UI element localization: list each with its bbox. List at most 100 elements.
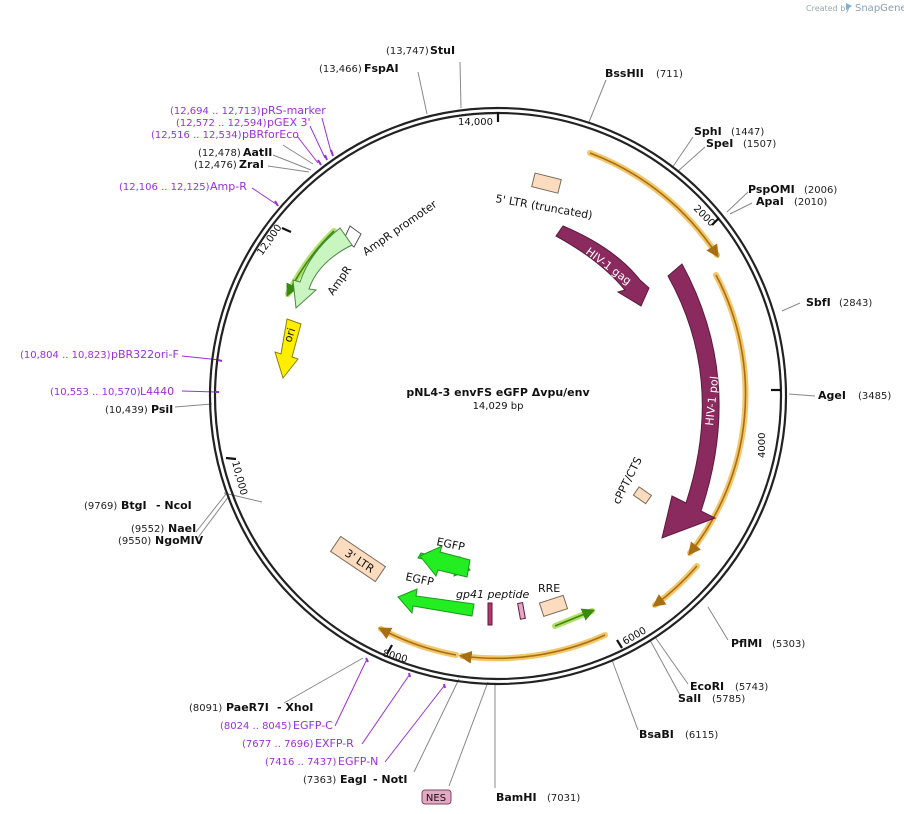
rre-box <box>538 594 569 617</box>
site-bsabi-pos: (6115) <box>685 730 718 741</box>
site-naei-name[interactable]: NaeI <box>168 522 196 535</box>
ltr5-box <box>531 172 562 194</box>
primer-pbr322ori-f-pos: (10,804 .. 10,823) <box>20 350 111 361</box>
site-naei-pos: (9552) <box>131 524 164 535</box>
site-btgi-name[interactable]: BtgI <box>121 499 147 512</box>
ampr-arrow <box>292 227 353 310</box>
primer-leader-lines <box>181 117 445 763</box>
site-sbfi-name[interactable]: SbfI <box>806 296 831 309</box>
tick-label-14000: 14,000 <box>458 117 493 128</box>
site-psii-name[interactable]: PsiI <box>151 403 173 416</box>
plasmid-name: pNL4-3 envFS eGFP Δvpu/env <box>406 386 590 399</box>
site-zrai-name[interactable]: ZraI <box>239 158 264 171</box>
primer-prs-marker-pos: (12,694 .. 12,713) <box>170 106 261 117</box>
site-pflmi-pos: (5303) <box>772 639 805 650</box>
primer-exfp-r-name[interactable]: EXFP-R <box>315 737 354 750</box>
credit-brand: SnapGene <box>855 3 904 14</box>
tick-marks <box>225 112 781 655</box>
site-pflmi-name[interactable]: PflMI <box>731 637 762 650</box>
primer-pbr322ori-f-name[interactable]: pBR322ori-F <box>111 348 179 361</box>
site-agei-pos: (3485) <box>858 391 891 402</box>
site-agei-name[interactable]: AgeI <box>818 389 846 402</box>
hiv1-pol-arrow <box>661 263 720 539</box>
site-apai-pos: (2010) <box>794 197 827 208</box>
site-ecori-name[interactable]: EcoRI <box>690 680 724 693</box>
site-xhoi-name[interactable]: - XhoI <box>277 701 313 714</box>
cppt-box <box>632 486 653 505</box>
site-aatii-pos: (12,478) <box>198 148 241 159</box>
site-sali-pos: (5785) <box>712 694 745 705</box>
tick-label-4000: 4000 <box>757 433 768 458</box>
primer-pbrforeco-pos: (12,516 .. 12,534) <box>151 130 242 141</box>
egfp-arrow-1b <box>419 545 471 578</box>
primer-l4440-name[interactable]: L4440 <box>140 385 174 398</box>
snapgene-logo-icon <box>846 3 852 10</box>
site-bamhi-pos: (7031) <box>547 793 580 804</box>
primer-egfp-n-name[interactable]: EGFP-N <box>338 755 378 768</box>
site-sphi-name[interactable]: SphI <box>694 125 722 138</box>
primer-prs-marker-name[interactable]: pRS-marker <box>261 104 326 117</box>
site-stui-name[interactable]: StuI <box>430 44 455 57</box>
leader-lines <box>174 61 816 788</box>
site-zrai-pos: (12,476) <box>194 160 237 171</box>
site-paer7i-pos: (8091) <box>189 703 222 714</box>
ltr5-label: 5' LTR (truncated) <box>494 192 593 222</box>
plasmid-size: 14,029 bp <box>473 401 524 412</box>
primer-pgex3-pos: (12,572 .. 12,594) <box>176 118 267 129</box>
primer-amp-r-name[interactable]: Amp-R <box>210 180 247 193</box>
site-eagi-name[interactable]: EagI <box>340 773 367 786</box>
site-ngomiv-name[interactable]: NgoMIV <box>155 534 204 547</box>
site-sphi-pos: (1447) <box>731 127 764 138</box>
primer-marks <box>215 149 446 689</box>
site-aatii-name[interactable]: AatII <box>243 146 272 159</box>
credit-prefix: Created by <box>806 4 850 13</box>
ori-arrow <box>274 318 302 380</box>
site-paer7i-name[interactable]: PaeR7I <box>226 701 269 714</box>
site-apai-name[interactable]: ApaI <box>756 195 784 208</box>
primer-l4440-pos: (10,553 .. 10,570) <box>50 387 141 398</box>
site-sbfi-pos: (2843) <box>839 298 872 309</box>
site-fspai-name[interactable]: FspAI <box>364 62 399 75</box>
backbone-outer <box>208 106 788 686</box>
gp41-label: gp41 peptide <box>456 588 530 601</box>
hiv1-gag-arrow <box>555 225 650 307</box>
site-bsabi-name[interactable]: BsaBI <box>639 728 674 741</box>
hiv1-pol-label: HIV-1 pol <box>703 376 721 427</box>
gp41-mark-1 <box>487 602 493 626</box>
site-stui-pos: (13,747) <box>386 46 429 57</box>
tick-label-8000: 8000 <box>381 648 408 665</box>
site-sali-name[interactable]: SalI <box>678 692 701 705</box>
nes-label: NES <box>426 793 446 804</box>
site-bsshii-pos: (711) <box>656 69 683 80</box>
ampr-promoter-label: AmpR promoter <box>360 197 439 258</box>
primer-exfp-r-pos: (7677 .. 7696) <box>242 739 314 750</box>
site-pspomi-pos: (2006) <box>804 185 837 196</box>
site-bsshii-name[interactable]: BssHII <box>605 67 644 80</box>
rre-label: RRE <box>538 582 560 595</box>
primer-amp-r-pos: (12,106 .. 12,125) <box>119 182 210 193</box>
egfp-label-2: EGFP <box>404 570 435 589</box>
gp41-mark-2 <box>517 602 526 620</box>
nes-box <box>421 789 452 805</box>
egfp-arrow-2 <box>397 588 475 617</box>
ori-label: ori <box>281 326 298 344</box>
site-spei-pos: (1507) <box>743 139 776 150</box>
site-ncoi-name[interactable]: - NcoI <box>156 499 192 512</box>
site-psii-pos: (10,439) <box>105 405 148 416</box>
site-pspomi-name[interactable]: PspOMI <box>748 183 795 196</box>
green-orf-arrows <box>285 228 595 629</box>
ltr3-box <box>329 535 387 583</box>
primer-egfp-c-name[interactable]: EGFP-C <box>293 719 333 732</box>
primer-egfp-c-pos: (8024 .. 8045) <box>220 721 292 732</box>
site-btgi-pos: (9769) <box>84 501 117 512</box>
site-bamhi-name[interactable]: BamHI <box>496 791 537 804</box>
site-noti-name[interactable]: - NotI <box>373 773 408 786</box>
site-fspai-pos: (13,466) <box>319 64 362 75</box>
site-eagi-pos: (7363) <box>303 775 336 786</box>
primer-pbrforeco-name[interactable]: pBRforEco <box>242 128 299 141</box>
site-ngomiv-pos: (9550) <box>118 536 151 547</box>
site-spei-name[interactable]: SpeI <box>706 137 733 150</box>
primer-pgex3-name[interactable]: pGEX 3' <box>267 116 311 129</box>
site-ecori-pos: (5743) <box>735 682 768 693</box>
